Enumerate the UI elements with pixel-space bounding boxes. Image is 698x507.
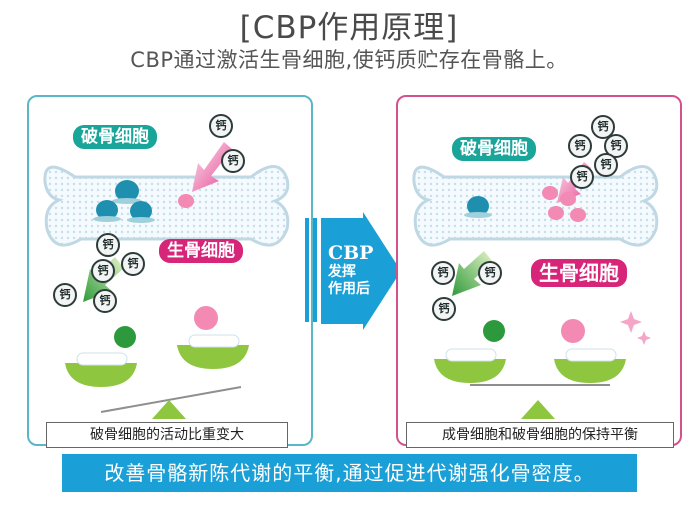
sparkle-icon [620, 311, 651, 345]
bone-shape [43, 165, 290, 247]
osteoclast-cells [464, 196, 492, 218]
before-illustration [43, 142, 290, 419]
calcium-coin: 钙 [209, 114, 233, 138]
cbp-arrow-label: CBP 发挥 作用后 [328, 242, 380, 298]
page-title: [CBP作用原理] [239, 10, 459, 46]
cbp-sub-label-2: 作用后 [328, 281, 370, 297]
calcium-coin: 钙 [93, 289, 117, 313]
osteoclast-cells [93, 180, 155, 223]
cbp-sub-label-1: 发挥 [328, 264, 356, 280]
osteoclast-label: 破骨细胞 [452, 137, 536, 161]
seesaw-scale [65, 306, 249, 419]
calcium-coin: 钙 [432, 297, 456, 321]
before-panel: 破骨细胞 生骨细胞 钙 钙 钙 钙 钙 钙 钙 [27, 95, 313, 446]
calcium-coin: 钙 [570, 165, 594, 189]
bone-shape [412, 165, 659, 247]
osteoclast-label: 破骨细胞 [73, 125, 157, 149]
calcium-coin: 钙 [96, 233, 120, 257]
balanced-scale [434, 319, 626, 419]
osteoblast-cells [542, 186, 586, 222]
cbp-label: CBP [328, 242, 374, 264]
summary-banner: 改善骨骼新陈代谢的平衡,通过促进代谢强化骨密度。 [62, 454, 637, 492]
calcium-coin: 钙 [594, 153, 618, 177]
page-subtitle: CBP通过激活生骨细胞,使钙质贮存在骨骼上。 [130, 48, 568, 72]
after-caption: 成骨细胞和破骨细胞的保持平衡 [406, 422, 674, 448]
osteoblast-label: 生骨细胞 [531, 259, 627, 287]
cbp-arrow-icon [305, 212, 401, 330]
calcium-coin: 钙 [431, 261, 455, 285]
osteoblast-cell [178, 194, 194, 208]
osteoblast-label: 生骨细胞 [159, 239, 243, 263]
calcium-coin: 钙 [121, 252, 145, 276]
calcium-coin: 钙 [91, 259, 115, 283]
calcium-coin: 钙 [221, 149, 245, 173]
before-caption: 破骨细胞的活动比重变大 [46, 422, 288, 448]
after-panel: 破骨细胞 生骨细胞 钙 钙 钙 钙 钙 钙 钙 钙 [396, 95, 682, 446]
calcium-coin: 钙 [568, 134, 592, 158]
calcium-coin: 钙 [53, 283, 77, 307]
calcium-coin: 钙 [478, 261, 502, 285]
